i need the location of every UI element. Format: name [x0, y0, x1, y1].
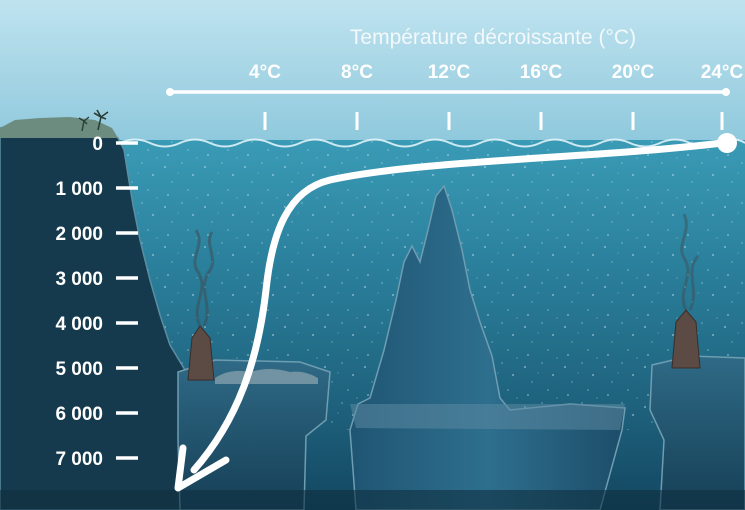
arrow-start-dot: [717, 133, 737, 153]
palm-tree-icon-2: [78, 116, 90, 132]
depth-ticks: 0 1 000 2 000 3 000 4 000 5 000 6 000 7 000: [55, 134, 138, 470]
island-land: [0, 117, 118, 138]
hydrothermal-vent-left: [187, 325, 215, 381]
depth-tick-label: 5 000: [55, 359, 103, 380]
arrow-head-icon: [174, 444, 230, 492]
depth-tick-label: 6 000: [55, 404, 103, 425]
seamount-base: [350, 404, 625, 430]
temperature-tick-label: 20°C: [612, 62, 655, 83]
chart-title: Température décroissante (°C): [350, 26, 636, 49]
thermal-gradient-arrow: [190, 139, 726, 474]
scale-left-end: [166, 88, 174, 96]
temperature-ticks: 4°C 8°C 12°C 16°C 20°C 24°C: [249, 62, 744, 130]
temperature-tick-label: 4°C: [249, 62, 281, 83]
temperature-tick-label: 12°C: [428, 62, 471, 83]
temperature-tick-label: 16°C: [520, 62, 563, 83]
depth-tick-label: 2 000: [55, 224, 103, 245]
hydrothermal-vent-right: [671, 309, 701, 369]
temperature-tick-label: 8°C: [341, 62, 373, 83]
palm-tree-icon: [93, 109, 109, 131]
temperature-tick-label: 24°C: [701, 62, 744, 83]
abyss-floor: [0, 490, 745, 510]
vent-smoke-right: [680, 213, 700, 311]
scale-right-end: [722, 88, 730, 96]
depth-tick-label: 4 000: [55, 314, 103, 335]
depth-tick-label: 1 000: [55, 179, 103, 200]
depth-tick-label: 3 000: [55, 269, 103, 290]
depth-tick-label: 7 000: [55, 449, 103, 470]
depth-tick-label: 0: [92, 134, 103, 155]
vent-smoke-left: [193, 229, 215, 327]
pebbles: [215, 369, 318, 384]
right-plateau: [649, 355, 745, 510]
sea-surface-line: [119, 138, 745, 148]
sky-band: [0, 0, 745, 145]
